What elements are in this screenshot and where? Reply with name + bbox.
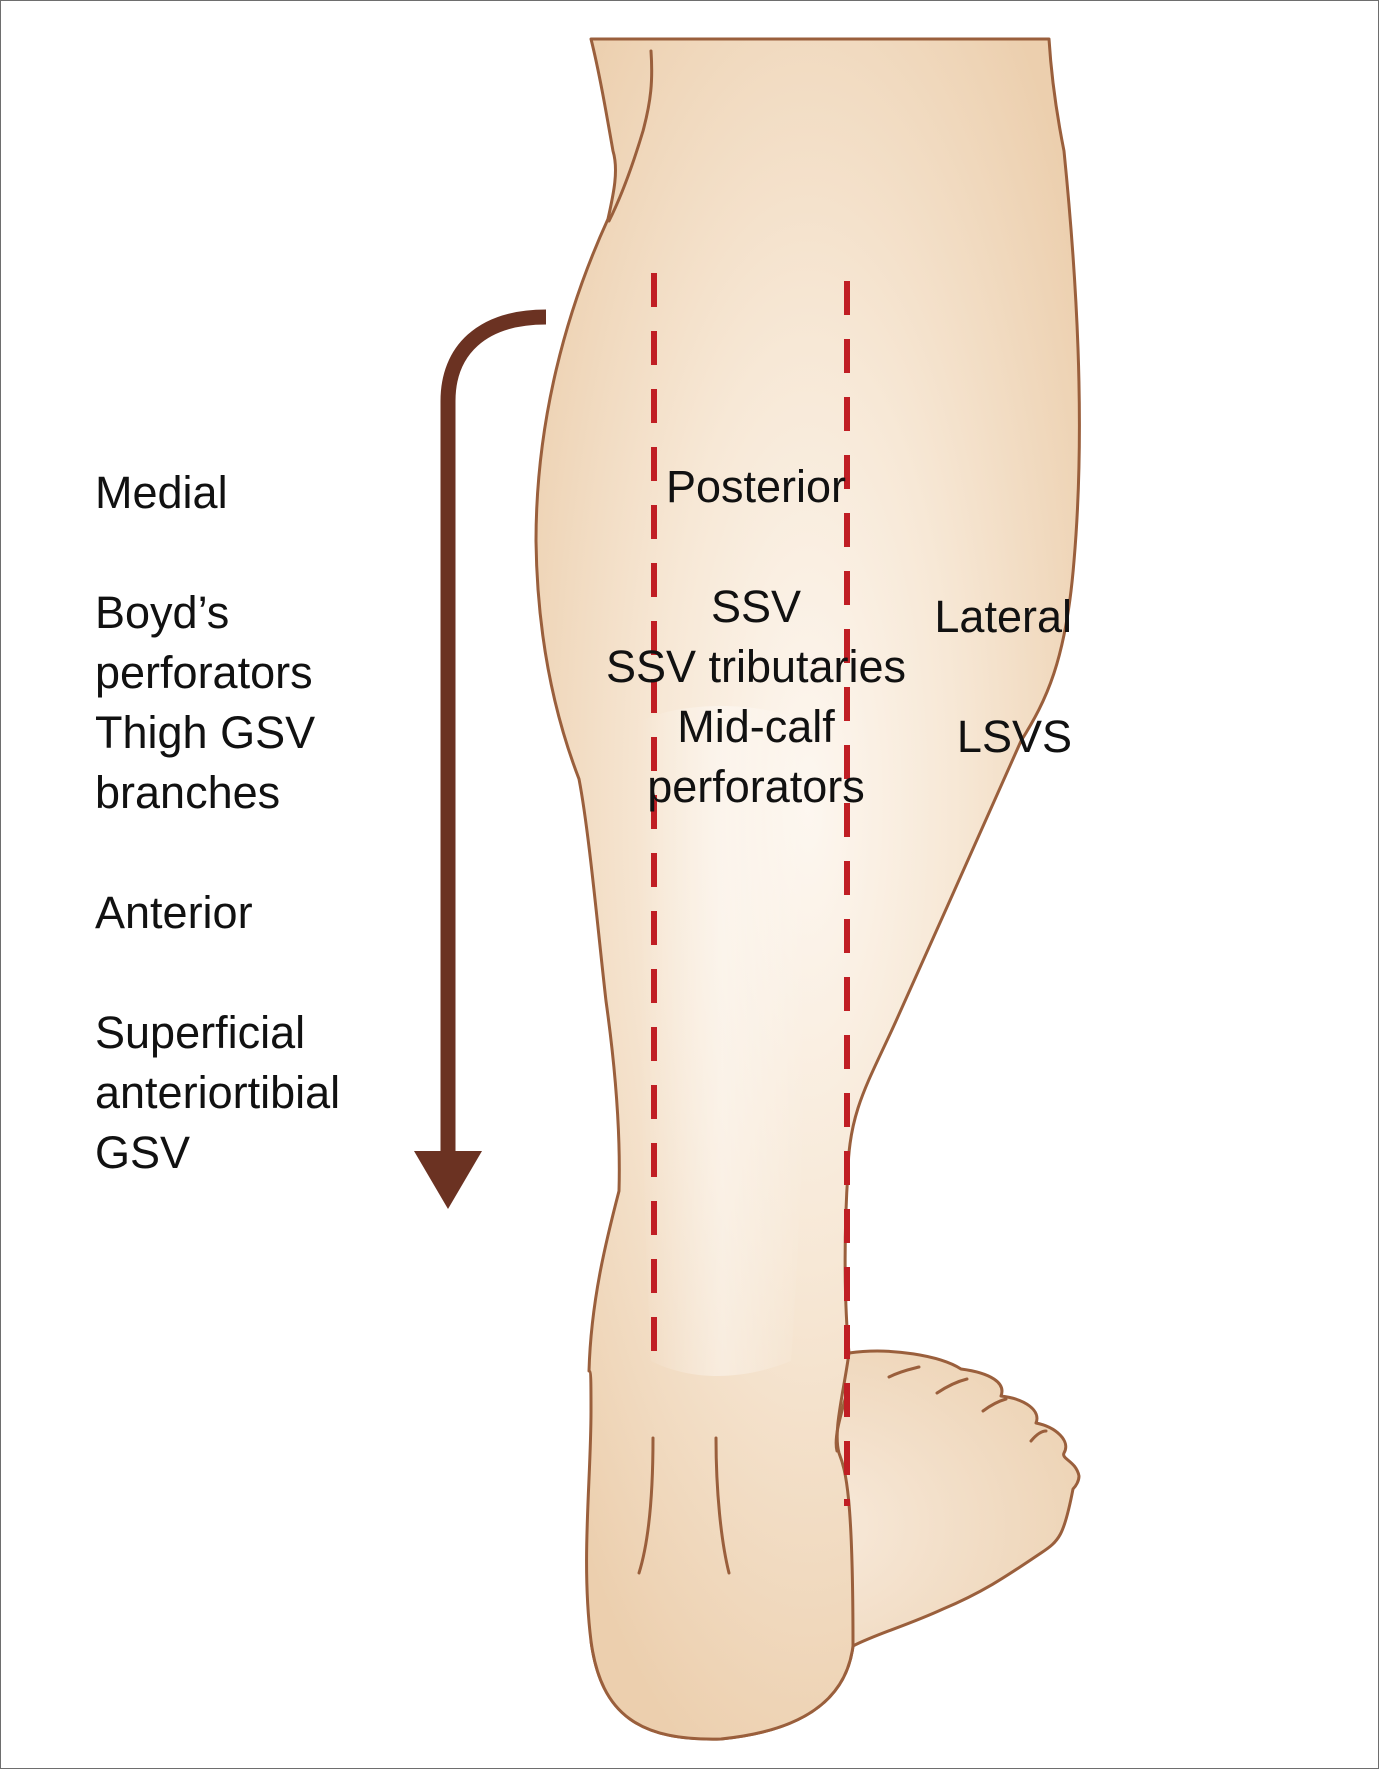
label-boyds-line2: perforators — [95, 643, 313, 703]
label-lsvs: LSVS — [957, 707, 1072, 767]
label-thigh-line2: branches — [95, 763, 280, 823]
label-boyds-line1: Boyd’s — [95, 583, 229, 643]
label-ssv-tributaries: SSV tributaries — [556, 637, 956, 697]
label-superficial-line3: GSV — [95, 1123, 190, 1183]
label-thigh-line1: Thigh GSV — [95, 703, 315, 763]
label-superficial-line1: Superficial — [95, 1003, 305, 1063]
direction-arrow-head — [414, 1151, 482, 1209]
label-ssv: SSV — [556, 577, 956, 637]
label-posterior: Posterior — [556, 457, 956, 517]
label-medial: Medial — [95, 463, 228, 523]
label-midcalf-line1: Mid-calf — [556, 697, 956, 757]
label-midcalf-line2: perforators — [556, 757, 956, 817]
label-lateral: Lateral — [934, 587, 1072, 647]
label-anterior: Anterior — [95, 883, 253, 943]
direction-arrow-shaft — [448, 317, 546, 1157]
label-superficial-line2: anteriortibial — [95, 1063, 340, 1123]
